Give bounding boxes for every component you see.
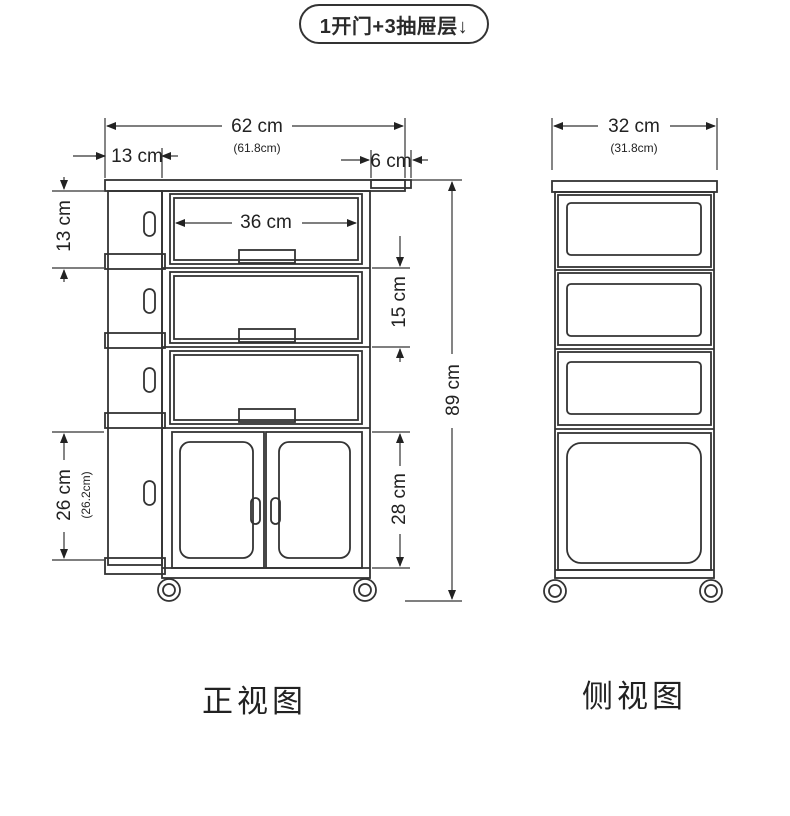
front-door-left-panel (179, 441, 254, 559)
front-drawer-2 (169, 271, 363, 344)
label-door-height: 28 cm (389, 473, 410, 525)
front-drawer-2-inner (173, 275, 359, 340)
label-drawer-width: 36 cm (240, 212, 292, 233)
label-bottom-side-height-exact: (26.2cm) (79, 471, 93, 518)
side-door-panel (566, 442, 702, 564)
side-top-plate (551, 180, 718, 193)
side-drawer-2-panel (566, 283, 702, 337)
side-body (554, 191, 715, 579)
front-drawer-1-inner (173, 197, 359, 261)
side-drawer-1 (557, 194, 712, 268)
label-total-height: 89 cm (443, 364, 464, 416)
front-drawer-1 (169, 193, 363, 265)
front-side-shelf-2 (104, 332, 166, 349)
front-main-body (161, 190, 371, 579)
front-drawer-3 (169, 350, 363, 425)
front-side-shelf-1 (104, 253, 166, 270)
side-drawer-3 (557, 351, 712, 426)
front-drawer-3-handle (238, 408, 296, 423)
front-side-handle-4 (143, 480, 156, 506)
front-door-right (265, 431, 363, 569)
label-side-drawer-height: 13 cm (54, 200, 75, 252)
front-side-shelf-4 (104, 557, 166, 575)
front-wheel-right-hub (358, 583, 372, 597)
front-side-handle-2 (143, 288, 156, 314)
front-wheel-right (353, 578, 377, 602)
front-door-left-handle (250, 497, 261, 525)
front-side-column (107, 190, 163, 566)
label-side-width: 13 cm (111, 146, 163, 167)
side-wheel-right-hub (704, 584, 718, 598)
front-door-left (171, 431, 265, 569)
side-door (557, 432, 712, 571)
front-top-plate (104, 179, 406, 192)
label-depth: 32 cm (608, 116, 660, 137)
front-wheel-left (157, 578, 181, 602)
front-overhang-handle (370, 179, 412, 189)
front-view-title: 正视图 (202, 684, 307, 720)
front-side-handle-1 (143, 211, 156, 237)
side-wheel-left-hub (548, 584, 562, 598)
side-drawer-1-panel (566, 202, 702, 256)
side-wheel-left (543, 579, 567, 603)
side-wheel-right (699, 579, 723, 603)
front-drawer-2-handle (238, 328, 296, 343)
label-total-width: 62 cm (231, 116, 283, 137)
header-title: 1开门+3抽屉层↓ (299, 4, 489, 44)
front-door-right-panel (278, 441, 351, 559)
label-overhang: 6 cm (370, 151, 411, 172)
label-total-width-exact: (61.8cm) (233, 141, 280, 155)
side-view-title: 侧视图 (582, 679, 687, 715)
front-drawer-1-handle (238, 249, 296, 264)
front-door-right-handle (270, 497, 281, 525)
front-side-shelf-3 (104, 412, 166, 429)
side-cabinet (543, 180, 723, 603)
label-depth-exact: (31.8cm) (610, 141, 657, 155)
side-drawer-2 (557, 272, 712, 346)
front-wheel-left-hub (162, 583, 176, 597)
front-drawer-3-inner (173, 354, 359, 421)
label-drawer-height: 15 cm (389, 276, 410, 328)
front-side-handle-3 (143, 367, 156, 393)
label-bottom-side-height: 26 cm (54, 469, 75, 521)
side-drawer-3-panel (566, 361, 702, 415)
front-cabinet (104, 179, 412, 602)
